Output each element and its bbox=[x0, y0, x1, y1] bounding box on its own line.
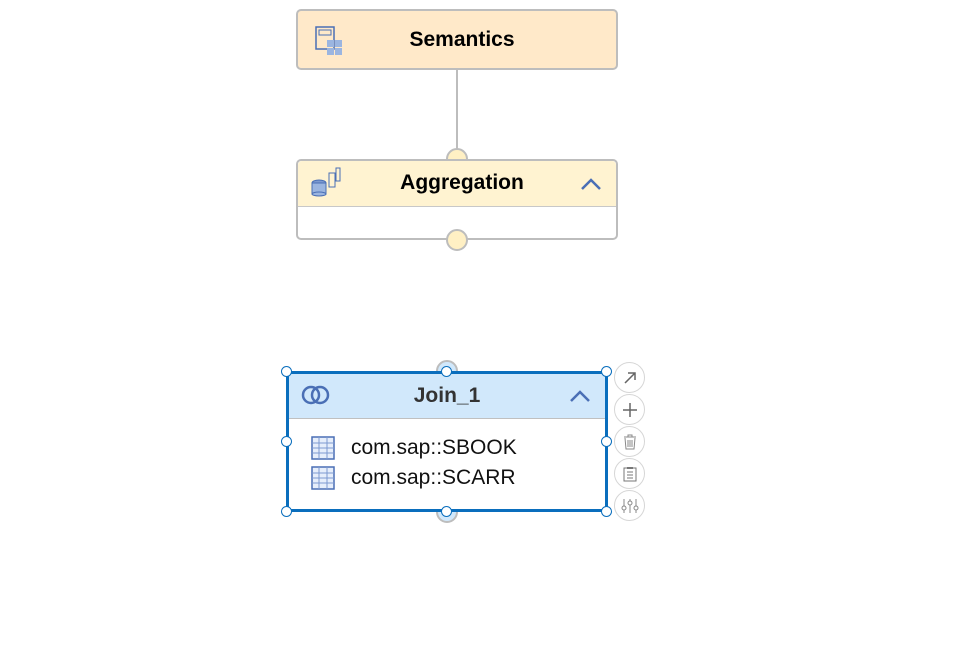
resize-handle[interactable] bbox=[281, 366, 292, 377]
semantics-node[interactable]: Semantics bbox=[296, 9, 618, 70]
clipboard-icon bbox=[623, 466, 636, 481]
semantics-icon bbox=[315, 26, 342, 55]
open-icon bbox=[623, 371, 636, 384]
join-node[interactable]: Join_1 com.sap::SBOOK com.sap::SCARR bbox=[286, 371, 608, 512]
open-button[interactable] bbox=[614, 362, 645, 393]
delete-icon bbox=[623, 434, 636, 449]
aggregation-output-port[interactable] bbox=[446, 229, 468, 251]
resize-handle[interactable] bbox=[441, 366, 452, 377]
resize-handle[interactable] bbox=[441, 506, 452, 517]
delete-button[interactable] bbox=[614, 426, 645, 457]
table-icon bbox=[311, 436, 335, 460]
aggregation-title: Aggregation bbox=[400, 171, 524, 194]
join-input-item[interactable]: com.sap::SCARR bbox=[311, 466, 516, 490]
clipboard-button[interactable] bbox=[614, 458, 645, 489]
semantics-title: Semantics bbox=[409, 28, 515, 51]
item-label: com.sap::SCARR bbox=[351, 466, 516, 489]
aggregation-icon bbox=[311, 167, 341, 197]
resize-handle[interactable] bbox=[281, 506, 292, 517]
add-button[interactable] bbox=[614, 394, 645, 425]
table-icon bbox=[311, 466, 335, 490]
resize-handle[interactable] bbox=[601, 436, 612, 447]
collapse-chevron-icon[interactable] bbox=[579, 176, 603, 192]
join-icon bbox=[301, 385, 330, 405]
resize-handle[interactable] bbox=[601, 506, 612, 517]
aggregation-node[interactable]: Aggregation bbox=[296, 159, 618, 240]
resize-handle[interactable] bbox=[281, 436, 292, 447]
item-label: com.sap::SBOOK bbox=[351, 436, 517, 459]
resize-handle[interactable] bbox=[601, 366, 612, 377]
join-title: Join_1 bbox=[413, 384, 481, 407]
add-icon bbox=[622, 402, 637, 417]
join-input-item[interactable]: com.sap::SBOOK bbox=[311, 436, 517, 460]
settings-icon bbox=[621, 498, 638, 513]
collapse-chevron-icon[interactable] bbox=[568, 388, 592, 404]
settings-button[interactable] bbox=[614, 490, 645, 521]
